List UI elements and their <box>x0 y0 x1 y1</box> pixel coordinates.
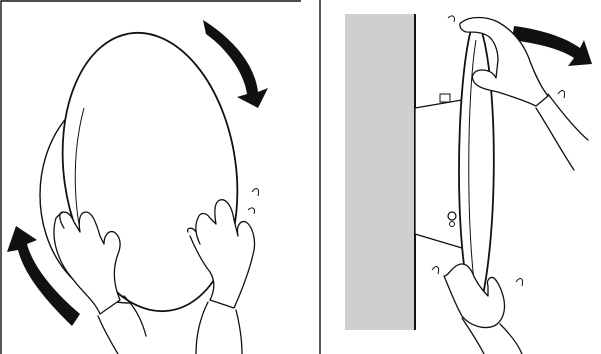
bracket-hook-top <box>439 93 451 103</box>
right-panel <box>345 14 592 354</box>
tilt-arrow-icon <box>512 26 592 66</box>
rotate-arrow-icon-top <box>203 20 268 108</box>
wall <box>345 14 415 330</box>
left-panel <box>7 20 268 354</box>
bracket-screw-bottom <box>447 211 457 221</box>
left-hand <box>53 211 147 354</box>
left-panel-frame <box>0 0 301 354</box>
right-hand <box>186 199 256 354</box>
wall-bracket <box>414 99 463 249</box>
top-hand <box>459 16 589 171</box>
motion-lines-right <box>447 15 455 23</box>
bottom-hand <box>443 263 523 354</box>
rotate-arrow-icon-bottom <box>7 226 80 326</box>
motion-lines <box>251 188 259 197</box>
